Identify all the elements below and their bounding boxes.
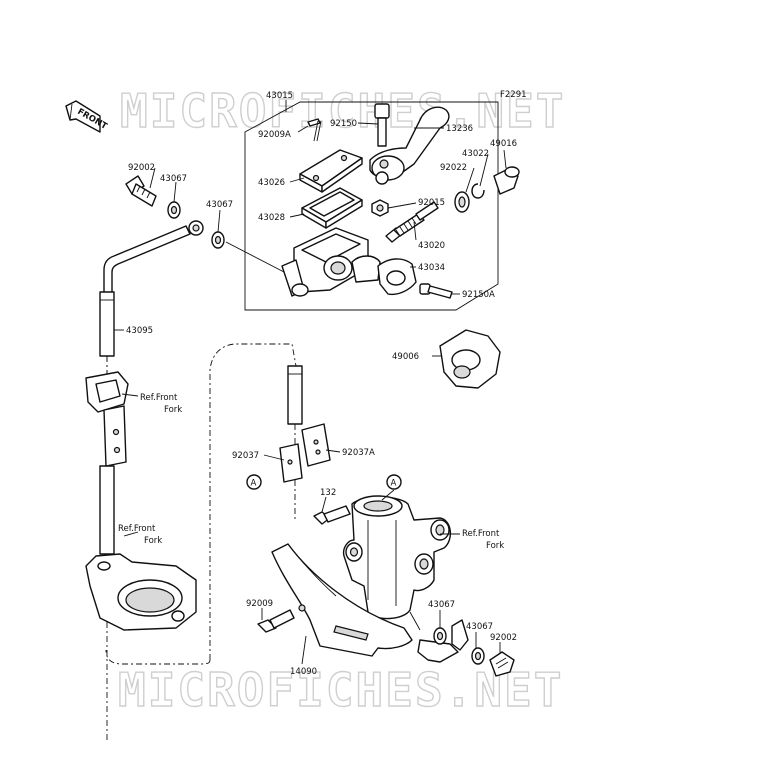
callout-a-left-label: A (251, 479, 257, 489)
clip-92037a (301, 423, 331, 467)
label-43067-top: 43067 (160, 174, 187, 184)
piston-assembly-43020 (385, 201, 439, 243)
watermark-bottom: MICROFICHES.NET (118, 663, 563, 717)
front-arrow-icon: FRONT (65, 100, 109, 133)
screw-92009a (307, 118, 322, 142)
brake-hose-lower-segment (287, 365, 303, 520)
label-43026: 43026 (258, 178, 285, 188)
label-43020: 43020 (418, 241, 445, 251)
label-92037a: 92037A (342, 448, 375, 458)
label-92002-bot: 92002 (490, 633, 517, 643)
label-13236: 13236 (446, 124, 473, 134)
ref-front-fork-2-line2: Fork (144, 536, 162, 546)
label-43034: 43034 (418, 263, 445, 273)
leader-lines (114, 100, 507, 665)
ref-front-fork-1-line1: Ref.Front (140, 393, 178, 403)
ref-front-fork-3-line2: Fork (486, 541, 504, 551)
callout-a-right: A (386, 474, 402, 490)
caliper-body (342, 495, 451, 620)
master-cylinder-body (281, 227, 381, 297)
clip-92037 (279, 443, 303, 483)
boot-49016 (493, 166, 520, 195)
brake-lever-13236 (369, 106, 450, 185)
reservoir-cap-43026 (299, 149, 363, 193)
ref-front-fork-2-line1: Ref.Front (118, 524, 156, 534)
circlip-43022 (471, 183, 485, 199)
label-49016: 49016 (490, 139, 517, 149)
label-92009: 92009 (246, 599, 273, 609)
clamp-43034 (377, 258, 417, 296)
label-92022: 92022 (440, 163, 467, 173)
label-43067-bot2: 43067 (466, 622, 493, 632)
bolt-92150a (419, 283, 453, 299)
diagram-code: F2291 (500, 90, 527, 100)
bolt-132 (313, 505, 351, 525)
label-43067-mid: 43067 (206, 200, 233, 210)
ref-front-fork-1-line2: Fork (164, 405, 182, 415)
label-92002-top: 92002 (128, 163, 155, 173)
label-92037: 92037 (232, 451, 259, 461)
washer-43067-top-hole (170, 205, 178, 215)
label-92150: 92150 (330, 119, 357, 129)
label-49006: 49006 (392, 352, 419, 362)
label-92015: 92015 (418, 198, 445, 208)
label-43095: 43095 (126, 326, 153, 336)
cover-49006 (439, 329, 501, 389)
ref-labels: Ref.Front Fork Ref.Front Fork Ref.Front … (118, 393, 504, 551)
label-92009a: 92009A (258, 130, 291, 140)
hose-route-boundary (105, 343, 297, 665)
nut-92015 (371, 199, 389, 217)
washer-92022-hole (458, 196, 466, 208)
brake-hose-43095 (99, 220, 204, 740)
label-92150a: 92150A (462, 290, 495, 300)
bolt-92150 (374, 103, 390, 147)
callout-a-left: A (246, 474, 262, 490)
washer-43067-mid-hole (214, 235, 222, 245)
label-43028: 43028 (258, 213, 285, 223)
label-43015: 43015 (266, 91, 293, 101)
washer-43067-bot-hole (474, 651, 482, 661)
hose-guide-lower (85, 553, 197, 631)
label-132: 132 (320, 488, 336, 498)
bolt-92009 (257, 609, 295, 633)
master-cylinder-box (244, 101, 499, 311)
watermark-top: MICROFICHES.NET (120, 84, 565, 138)
banjo-bolt-92002-top (125, 175, 157, 207)
label-14090: 14090 (290, 667, 317, 677)
label-43022: 43022 (462, 149, 489, 159)
guard-14090 (271, 543, 413, 657)
hose-guide-upper (85, 371, 129, 467)
label-43067-bot1: 43067 (428, 600, 455, 610)
diaphragm-43028 (301, 187, 363, 229)
ref-front-fork-3-line1: Ref.Front (462, 529, 500, 539)
part-labels: 43015 92009A 92150 13236 92002 43067 430… (126, 91, 517, 677)
hose-banjo-fitting-lower (417, 619, 469, 663)
callout-a-right-label: A (391, 479, 397, 489)
